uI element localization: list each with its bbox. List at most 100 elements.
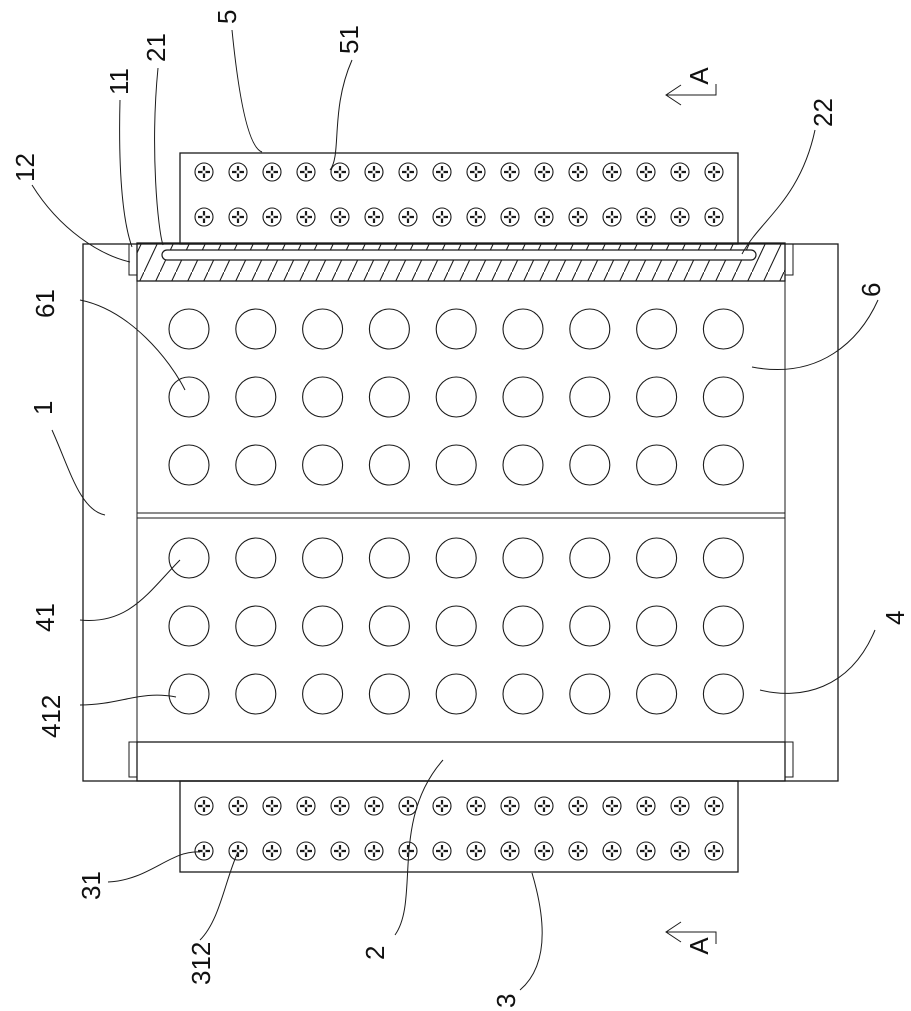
hole bbox=[436, 309, 476, 349]
screw-icon bbox=[433, 842, 451, 860]
screw-icon bbox=[297, 797, 315, 815]
screw-icon bbox=[535, 163, 553, 181]
section-label-bottom: A bbox=[684, 937, 714, 955]
screw-icon bbox=[331, 842, 349, 860]
hole bbox=[369, 538, 409, 578]
hole bbox=[369, 377, 409, 417]
screw-icon bbox=[705, 842, 723, 860]
screw-icon bbox=[399, 842, 417, 860]
screw-icon bbox=[297, 163, 315, 181]
hole bbox=[703, 606, 743, 646]
bottom-terminal-block bbox=[180, 781, 738, 872]
hole bbox=[570, 377, 610, 417]
label-61: 61 bbox=[30, 289, 60, 318]
label-3: 3 bbox=[491, 994, 521, 1008]
hole bbox=[503, 445, 543, 485]
leader-12 bbox=[32, 185, 130, 262]
lower-hole-array bbox=[169, 538, 743, 714]
hole bbox=[637, 445, 677, 485]
section-arrow-bottom: A bbox=[666, 922, 716, 955]
section-label-top: A bbox=[684, 67, 714, 85]
screw-icon bbox=[501, 208, 519, 226]
screw-icon bbox=[263, 208, 281, 226]
hole bbox=[637, 309, 677, 349]
screw-icon bbox=[569, 163, 587, 181]
label-11: 11 bbox=[104, 68, 134, 95]
upper-hole-array bbox=[169, 309, 743, 485]
leader-lines bbox=[32, 30, 878, 990]
screw-icon bbox=[399, 797, 417, 815]
reference-labels: 5 51 21 11 12 22 61 6 1 41 4 412 31 312 … bbox=[10, 10, 910, 1008]
hole bbox=[703, 674, 743, 714]
screw-icon bbox=[637, 797, 655, 815]
screw-icon bbox=[365, 208, 383, 226]
hole bbox=[637, 377, 677, 417]
hole bbox=[169, 445, 209, 485]
screw-icon bbox=[399, 208, 417, 226]
leader-3 bbox=[520, 873, 542, 990]
label-5: 5 bbox=[212, 10, 242, 24]
hole bbox=[303, 377, 343, 417]
hole bbox=[637, 538, 677, 578]
screw-icon bbox=[603, 797, 621, 815]
hole bbox=[236, 445, 276, 485]
label-4: 4 bbox=[880, 611, 910, 625]
screw-icon bbox=[467, 163, 485, 181]
label-12: 12 bbox=[10, 153, 40, 182]
hole bbox=[303, 606, 343, 646]
top-screw-array bbox=[195, 163, 723, 226]
label-1: 1 bbox=[28, 401, 58, 415]
label-412: 412 bbox=[36, 695, 66, 738]
screw-icon bbox=[365, 797, 383, 815]
screw-icon bbox=[535, 797, 553, 815]
screw-icon bbox=[535, 842, 553, 860]
screw-icon bbox=[467, 797, 485, 815]
hole bbox=[169, 377, 209, 417]
screw-icon bbox=[195, 163, 213, 181]
screw-icon bbox=[671, 163, 689, 181]
hole bbox=[637, 606, 677, 646]
hole bbox=[436, 445, 476, 485]
screw-icon bbox=[229, 163, 247, 181]
hole bbox=[637, 674, 677, 714]
hole bbox=[503, 309, 543, 349]
screw-icon bbox=[603, 163, 621, 181]
leader-312 bbox=[200, 852, 238, 940]
screw-icon bbox=[671, 797, 689, 815]
bottom-screw-array bbox=[195, 797, 723, 860]
screw-icon bbox=[603, 842, 621, 860]
screw-icon bbox=[501, 163, 519, 181]
leader-4 bbox=[760, 630, 875, 693]
hole bbox=[169, 606, 209, 646]
hole bbox=[169, 309, 209, 349]
hole bbox=[503, 606, 543, 646]
hole bbox=[570, 538, 610, 578]
hole bbox=[703, 445, 743, 485]
screw-icon bbox=[705, 208, 723, 226]
hole bbox=[703, 377, 743, 417]
screw-icon bbox=[501, 842, 519, 860]
hole bbox=[169, 674, 209, 714]
screw-icon bbox=[433, 163, 451, 181]
screw-icon bbox=[331, 163, 349, 181]
hole bbox=[436, 538, 476, 578]
hole bbox=[503, 538, 543, 578]
screw-icon bbox=[365, 842, 383, 860]
screw-icon bbox=[433, 208, 451, 226]
hole bbox=[570, 445, 610, 485]
screw-icon bbox=[603, 208, 621, 226]
screw-icon bbox=[365, 163, 383, 181]
label-312: 312 bbox=[186, 942, 216, 985]
cover-slot bbox=[162, 250, 756, 260]
screw-icon bbox=[671, 842, 689, 860]
screw-icon bbox=[297, 842, 315, 860]
screw-icon bbox=[195, 797, 213, 815]
screw-icon bbox=[229, 797, 247, 815]
left-lower-tab bbox=[129, 742, 137, 777]
screw-icon bbox=[637, 208, 655, 226]
hole bbox=[369, 674, 409, 714]
hole bbox=[436, 377, 476, 417]
screw-icon bbox=[263, 842, 281, 860]
left-upper-tab bbox=[129, 244, 137, 275]
cover-strip bbox=[137, 243, 785, 281]
